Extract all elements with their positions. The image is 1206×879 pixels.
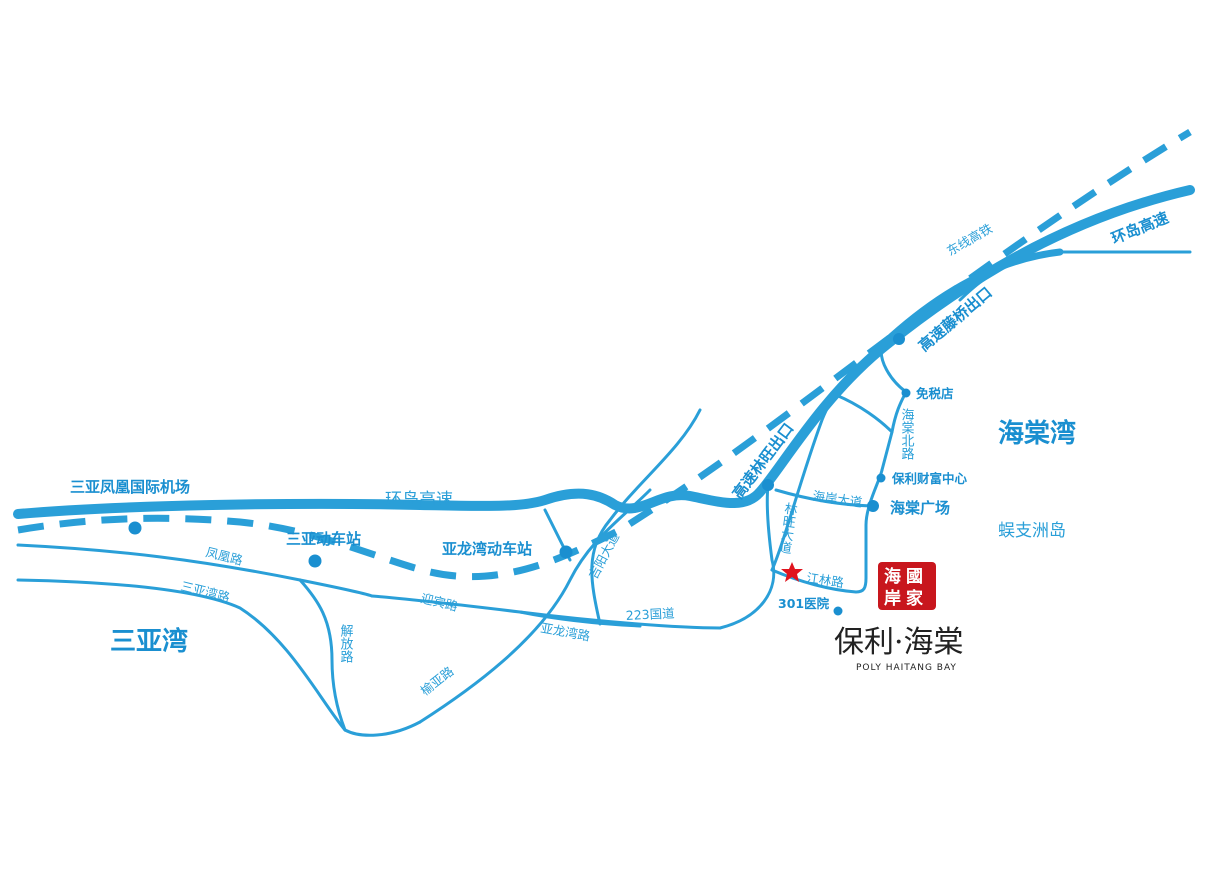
road-bottom-loop xyxy=(343,720,422,737)
road-yuya xyxy=(418,488,652,724)
label-wuzhizhou: 蜈支洲岛 xyxy=(998,521,1066,541)
seal-char-0: 海 xyxy=(884,566,901,587)
node-duty-free xyxy=(901,388,911,398)
label-airport: 三亚凤凰国际机场 xyxy=(70,478,190,496)
label-yalongwan-station: 亚龙湾动车站 xyxy=(442,540,532,558)
node-poly-wealth xyxy=(876,473,886,483)
seal-char-3: 家 xyxy=(906,588,923,609)
label-road-yingbin: 迎宾路 xyxy=(419,590,460,614)
label-road-jiyang: 吉阳大道 xyxy=(585,530,622,582)
label-ring-west: 环岛高速 xyxy=(385,490,453,510)
label-duty-free: 免税店 xyxy=(916,386,954,401)
road-haitang-north xyxy=(834,393,894,472)
label-road-jianglin: 江林路 xyxy=(806,570,846,590)
node-sanya-station xyxy=(308,554,322,568)
label-sanya-bay: 三亚湾 xyxy=(110,626,188,657)
road-yalongwan xyxy=(518,610,642,628)
road-fenghuang xyxy=(16,543,374,598)
label-east-rail: 东线高铁 xyxy=(944,220,995,258)
seal-char-1: 國 xyxy=(906,567,923,587)
label-haitang-bay: 海棠湾 xyxy=(998,418,1076,449)
label-road-haian: 海岸大道 xyxy=(812,488,864,510)
node-yalongwan-station xyxy=(559,545,573,559)
label-road-linwang: 林旺大道 xyxy=(775,501,798,555)
label-road-yuya: 榆亚路 xyxy=(418,663,457,698)
node-exit-tengqiao xyxy=(893,333,905,345)
road-223 xyxy=(718,483,776,630)
logo: 國 海 家 岸 保利·海棠 POLY HAITANG BAY xyxy=(834,562,964,673)
brand-name-en: POLY HAITANG BAY xyxy=(856,663,957,673)
seal-char-2: 岸 xyxy=(884,588,901,609)
star-icon xyxy=(781,562,803,582)
label-poly-wealth: 保利财富中心 xyxy=(891,471,968,486)
label-road-jiefang: 解放路 xyxy=(338,624,354,663)
label-road-sanyawan: 三亚湾路 xyxy=(179,578,232,605)
label-hospital: 301医院 xyxy=(778,596,830,611)
label-sanya-station: 三亚动车站 xyxy=(286,530,361,548)
brand-name: 保利·海棠 xyxy=(834,625,964,660)
nodes xyxy=(128,333,911,616)
road-jiyang xyxy=(590,408,702,626)
label-road-haitang-north: 海棠北路 xyxy=(899,408,915,460)
road-sanyawan xyxy=(16,578,347,732)
label-road-223: 223国道 xyxy=(625,605,675,623)
node-hospital xyxy=(833,606,843,616)
label-road-yalongwan: 亚龙湾路 xyxy=(539,620,591,644)
road-jiefang xyxy=(298,578,347,732)
seal-stamp xyxy=(878,562,936,610)
road-haian xyxy=(774,488,874,508)
node-exit-linwang xyxy=(762,479,774,491)
node-airport xyxy=(128,521,142,535)
ring-expressway xyxy=(13,185,1195,519)
ring-expressway-branch xyxy=(878,248,1064,349)
road-linwang xyxy=(770,468,884,594)
road-east-connector xyxy=(958,250,1192,302)
label-haitang-plaza: 海棠广场 xyxy=(890,499,950,517)
node-haitang-plaza xyxy=(867,500,879,512)
